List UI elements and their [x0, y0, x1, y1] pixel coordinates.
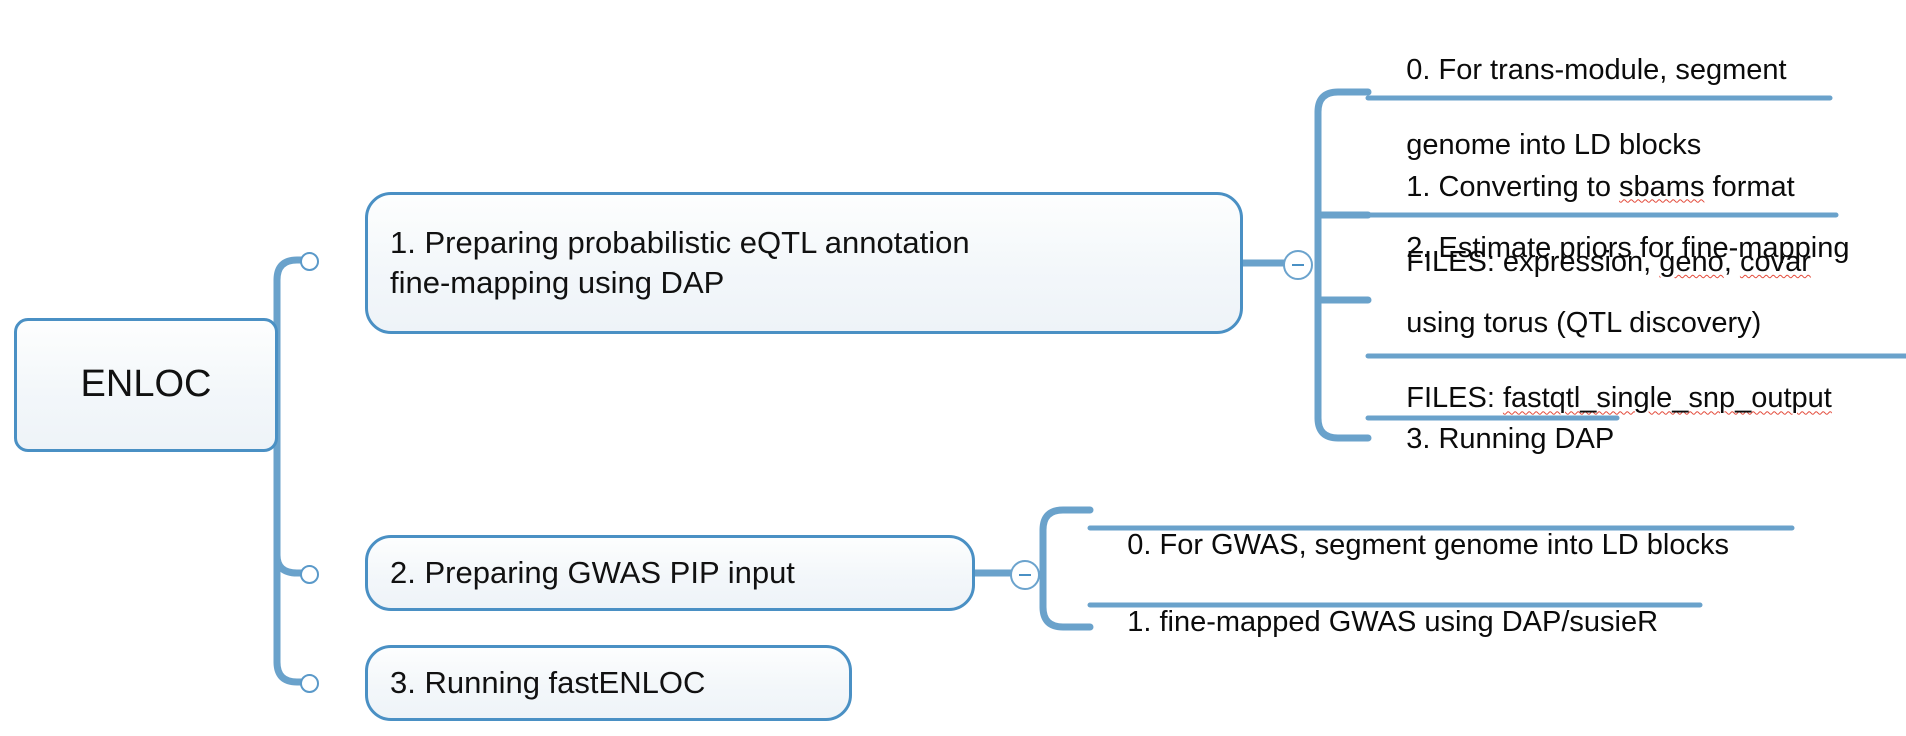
root-node-label: ENLOC [80, 363, 212, 406]
minus-icon [1019, 574, 1031, 576]
branch-node-2-label: 2. Preparing GWAS PIP input [390, 554, 795, 590]
branch-node-3-label: 3. Running fastENLOC [390, 664, 706, 700]
leaf-b1-child-1-line2-pre: FILES: expression, [1406, 246, 1660, 279]
branch-node-1-label-line2: fine-mapping using DAP [390, 265, 725, 300]
leaf-b1-child-1[interactable]: 1. Converting to sbams format FILES: exp… [1372, 131, 1896, 319]
leaf-b1-child-1-line2-term1: geno [1659, 246, 1724, 279]
branch-node-2[interactable]: 2. Preparing GWAS PIP input [365, 535, 975, 611]
branch-node-3[interactable]: 3. Running fastENLOC [365, 645, 852, 721]
leaf-b1-child-3-line1: 3. Running DAP [1406, 422, 1615, 455]
branch-2-connector-dot[interactable] [300, 565, 319, 584]
minus-icon [1292, 264, 1304, 266]
leaf-b1-child-0-line2: genome into LD blocks [1406, 129, 1702, 162]
leaf-b1-child-2[interactable]: 2. Estimate priors for fine-mapping usin… [1372, 192, 1906, 456]
leaf-b1-child-1-line2-mid: , [1723, 246, 1740, 279]
leaf-b1-child-1-line2-term2: covar [1739, 246, 1811, 279]
branch-1-collapse-toggle[interactable] [1283, 250, 1313, 280]
branch-node-1[interactable]: 1. Preparing probabilistic eQTL annotati… [365, 192, 1243, 334]
leaf-b2-child-1[interactable]: 1. fine-mapped GWAS using DAP/susieR [1093, 566, 1757, 679]
leaf-b1-child-1-line1-pre: 1. Converting to [1406, 170, 1620, 203]
root-node[interactable]: ENLOC [14, 318, 278, 452]
leaf-b1-child-2-line1: 2. Estimate priors for fine-mapping [1406, 231, 1850, 264]
leaf-b1-child-3[interactable]: 3. Running DAP [1372, 383, 1676, 496]
branch-node-1-label-line1: 1. Preparing probabilistic eQTL annotati… [390, 224, 970, 260]
leaf-b2-child-1-line1: 1. fine-mapped GWAS using DAP/susieR [1127, 605, 1659, 638]
leaf-b1-child-2-line2: using torus (QTL discovery) [1406, 307, 1762, 340]
branch-2-collapse-toggle[interactable] [1010, 560, 1040, 590]
leaf-b1-child-2-line3-pre: FILES: [1406, 382, 1503, 415]
branch-1-connector-dot[interactable] [300, 252, 319, 271]
leaf-b1-child-1-line1-term: sbams [1619, 170, 1705, 203]
leaf-b1-child-1-line1-post: format [1704, 170, 1795, 203]
leaf-b2-child-0[interactable]: 0. For GWAS, segment genome into LD bloc… [1093, 489, 1817, 602]
branch-3-connector-dot[interactable] [300, 674, 319, 693]
leaf-b1-child-0[interactable]: 0. For trans-module, segment genome into… [1372, 14, 1896, 202]
leaf-b1-child-0-line1: 0. For trans-module, segment [1406, 53, 1787, 86]
leaf-b2-child-0-line1: 0. For GWAS, segment genome into LD bloc… [1127, 528, 1729, 561]
leaf-b1-child-2-line3-term: fastqtl_single_snp_output [1502, 382, 1832, 415]
